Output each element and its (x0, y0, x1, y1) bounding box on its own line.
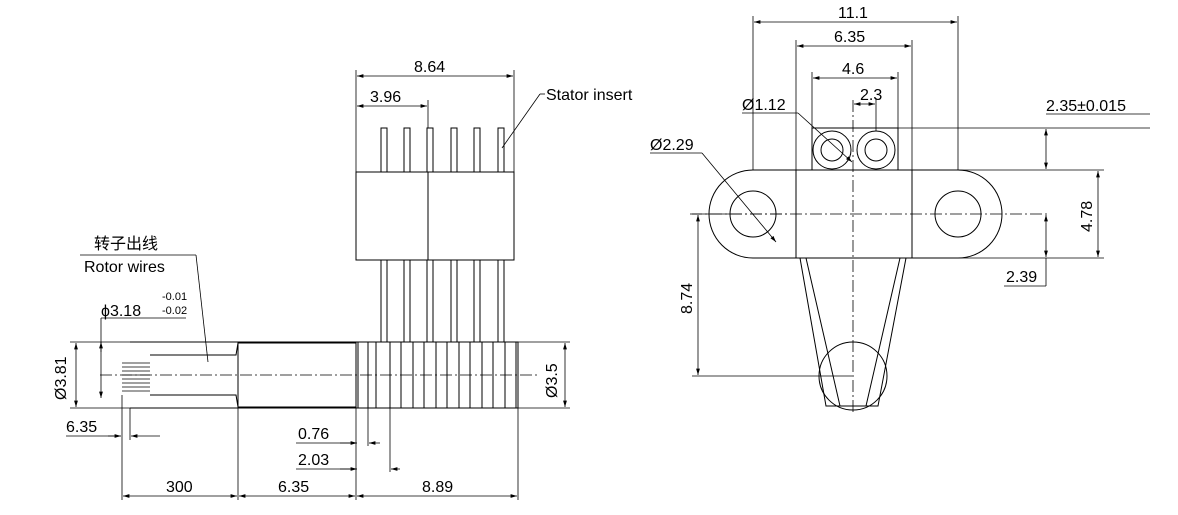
dim-bottom-1: 300 (166, 479, 193, 496)
stator-block (355, 171, 515, 261)
label-rotor-wires-cn: 转子出线 (94, 235, 158, 253)
dim-shaft-dia: ϕ3.18 (101, 303, 141, 320)
label-stator-insert: Stator insert (546, 87, 633, 104)
dim-wire-pitch: 6.35 (66, 419, 97, 436)
dim-width-total: 8.64 (414, 59, 445, 76)
pin-hole-left (820, 138, 844, 162)
dim-bottom-2: 6.35 (278, 479, 309, 496)
stator-pins-top (380, 127, 505, 173)
dim-groove-2: 2.03 (298, 452, 329, 469)
dim-mount-hole: Ø2.29 (650, 137, 694, 154)
pin-hole-right (864, 138, 888, 162)
dim-width-partial: 3.96 (370, 89, 401, 106)
rotor-shaft (130, 341, 358, 409)
dim-shaft-outer: Ø3.81 (53, 356, 70, 400)
dim-height-tol: 2.35±0.015 (1046, 98, 1126, 115)
front-view: 11.1 6.35 4.6 2.3 Ø1.12 Ø2.29 2.35±0.015… (650, 5, 1150, 415)
dim-bottom-3: 8.89 (422, 479, 453, 496)
dim-total-height: 8.74 (679, 283, 696, 314)
dim-shaft-tol-upper: -0.01 (162, 291, 187, 303)
dim-pin-hole: Ø1.12 (742, 97, 786, 114)
dim-groove-1: 0.76 (298, 426, 329, 443)
dim-flange-height: 4.78 (1079, 201, 1096, 232)
dim-overall: 11.1 (838, 5, 868, 22)
dim-pin-span: 6.35 (834, 29, 865, 46)
rotor-wires (122, 362, 150, 392)
dim-shaft-tol-lower: -0.02 (162, 305, 187, 317)
dim-body-dia: Ø3.5 (544, 363, 561, 398)
side-view: 8.64 3.96 Stator insert 转子出线 Rotor wires… (53, 59, 633, 500)
label-rotor-wires-en: Rotor wires (84, 259, 165, 276)
dim-pin-center: 4.6 (842, 61, 864, 78)
dim-pin-offset: 2.3 (860, 87, 882, 104)
stator-pins-bottom (380, 259, 505, 343)
dim-flange-half: 2.39 (1006, 269, 1037, 286)
